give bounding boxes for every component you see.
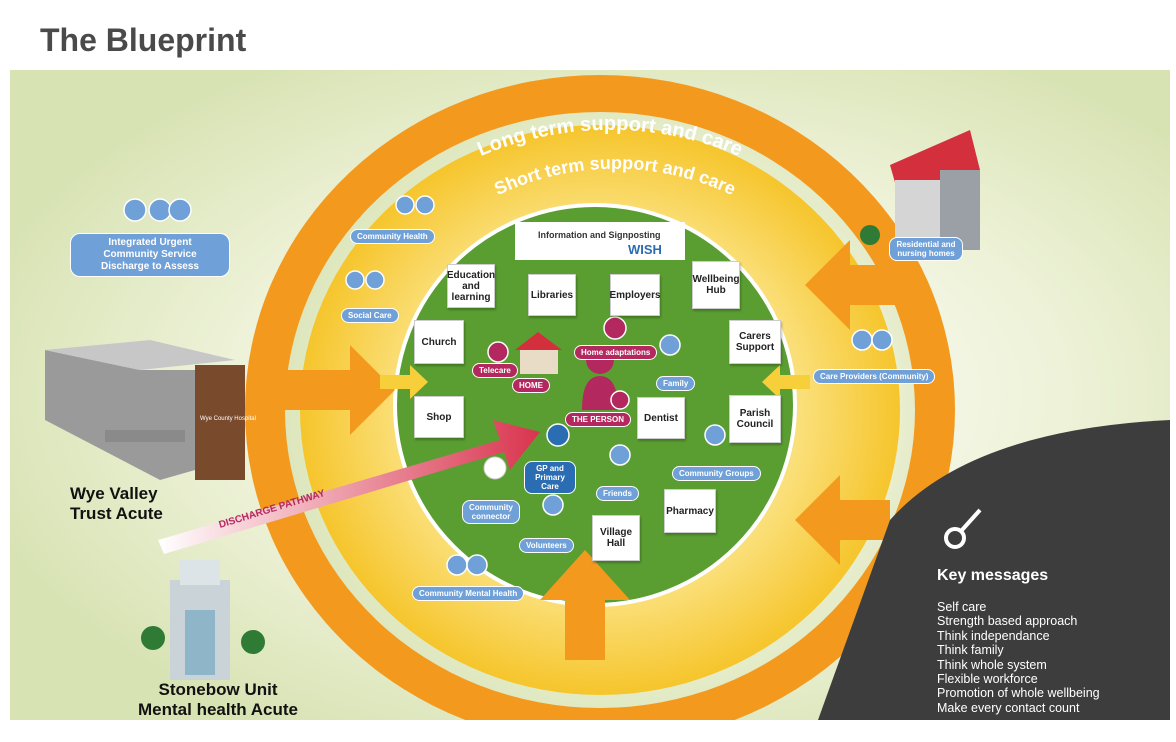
arrow-right-bottom <box>795 475 890 565</box>
card-village-hall: Village Hall <box>592 515 640 561</box>
key-messages-panel <box>818 420 1170 720</box>
info-box <box>515 222 685 260</box>
pill-gp-primary-care: GP and Primary Care <box>524 461 576 494</box>
card-dentist: Dentist <box>637 397 685 439</box>
arrow-inner-right <box>762 365 810 399</box>
wye-valley-building: Wye County Hospital <box>45 340 256 480</box>
pill-care-providers: Care Providers (Community) <box>813 369 936 384</box>
wye-valley-label: Wye Valley Trust Acute <box>70 484 190 524</box>
key-icon <box>944 508 982 549</box>
card-carers-support: Carers Support <box>729 320 781 364</box>
integrated-line-3: Discharge to Assess <box>100 261 199 272</box>
volunteers-person-icon <box>542 494 564 516</box>
key-message-item: Promotion of whole wellbeing <box>937 686 1100 701</box>
page-title: The Blueprint <box>40 22 247 58</box>
pill-community-connector: Community connector <box>462 500 520 524</box>
wish-logo-text: WISH <box>628 242 662 257</box>
care-providers-people-icon <box>851 329 873 351</box>
key-message-item: Strength based approach <box>937 614 1078 629</box>
integrated-line-2: Community Service <box>103 249 197 260</box>
home-adaptations-icon <box>603 316 627 340</box>
community-mental-health-people-icon <box>446 554 468 576</box>
telecare-icon <box>487 341 509 363</box>
arrow-inner-left <box>380 365 428 399</box>
friends-person-icon <box>609 444 631 466</box>
pill-friends: Friends <box>596 486 639 501</box>
pill-community-health: Community Health <box>350 229 435 244</box>
stonebow-label: Stonebow Unit Mental health Acute <box>118 680 318 720</box>
people-icons <box>123 195 893 576</box>
gp-person-icon <box>546 423 570 447</box>
community-groups-person-icon <box>704 424 726 446</box>
pill-telecare: Telecare <box>472 363 518 378</box>
discharge-arrow <box>158 420 540 554</box>
pill-the-person: THE PERSON <box>565 412 632 427</box>
card-employers: Employers <box>609 274 661 316</box>
building-sign: Wye County Hospital <box>200 416 256 422</box>
home-icon <box>515 332 562 374</box>
pill-community-mental-health: Community Mental Health <box>412 586 525 601</box>
info-label: Information and Signposting <box>538 230 661 240</box>
stonebow-line-1: Stonebow Unit <box>158 680 278 699</box>
arrow-bottom <box>540 550 630 660</box>
stonebow-line-2: Mental health Acute <box>138 700 298 719</box>
pill-home: HOME <box>512 378 550 393</box>
pill-family: Family <box>656 376 696 391</box>
arrow-left <box>270 345 395 435</box>
integrated-people-icon <box>123 198 147 222</box>
stonebow-building <box>141 560 265 680</box>
wye-valley-line-2: Trust Acute <box>70 504 163 523</box>
pill-home-adaptations: Home adaptations <box>574 345 658 360</box>
card-libraries: Libraries <box>528 274 576 316</box>
key-message-item: Flexible workforce <box>937 672 1038 687</box>
pill-residential-nursing-homes: Residential and nursing homes <box>889 237 963 261</box>
integrated-service-box: Integrated Urgent Community Service Disc… <box>70 233 230 277</box>
card-wellbeing-hub: Wellbeing Hub <box>692 261 740 309</box>
ring-arrows <box>270 240 900 660</box>
key-message-item: Think independance <box>937 628 1050 643</box>
family-person-icon <box>659 334 681 356</box>
card-church: Church <box>414 320 464 364</box>
card-shop: Shop <box>414 396 464 438</box>
pill-volunteers: Volunteers <box>519 538 574 553</box>
community-connector-person-icon <box>483 456 507 480</box>
key-messages-list: Self care Strength based approach Think … <box>937 600 1100 715</box>
integrated-line-1: Integrated Urgent <box>108 237 192 248</box>
key-message-item: Make every contact count <box>937 700 1080 715</box>
key-messages-title: Key messages <box>937 567 1049 584</box>
card-parish-council: Parish Council <box>729 395 781 443</box>
key-message-item: Think whole system <box>937 657 1047 672</box>
wye-valley-line-1: Wye Valley <box>70 484 158 503</box>
header: The Blueprint <box>0 0 1176 70</box>
key-message-item: Self care <box>937 600 987 614</box>
pill-social-care: Social Care <box>341 308 399 323</box>
arrow-right-top <box>805 240 900 330</box>
card-education: Education and learning <box>447 264 495 308</box>
card-pharmacy: Pharmacy <box>664 489 716 533</box>
key-message-item: Think family <box>937 643 1004 658</box>
pill-community-groups: Community Groups <box>672 466 761 481</box>
community-health-people-icon <box>395 195 415 215</box>
blueprint-diagram: Long term support and care Short term su… <box>10 70 1170 720</box>
social-care-people-icon <box>345 270 365 290</box>
